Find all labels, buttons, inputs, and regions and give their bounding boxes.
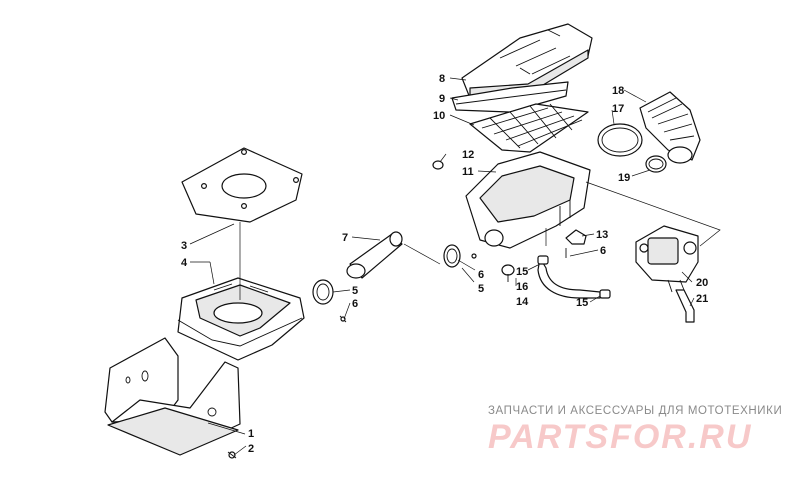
callout-8: 8: [439, 73, 445, 85]
boot-clamp-large: [597, 123, 643, 157]
air-filter-element: [451, 81, 569, 113]
callout-14: 14: [516, 296, 529, 308]
mounting-bracket: [104, 337, 241, 456]
screw-left: [339, 315, 347, 323]
intake-boot: [639, 91, 701, 164]
callout-13: 13: [596, 229, 608, 241]
leader-lines: [189, 77, 721, 456]
callout-5-right: 5: [478, 283, 484, 295]
watermark-logo: PARTSFOR.RU: [488, 418, 753, 456]
intake-duct: [346, 231, 403, 279]
callout-20: 20: [696, 277, 708, 289]
boot-clamp-small: [645, 155, 667, 173]
carburetor: [635, 225, 699, 293]
callout-18: 18: [612, 85, 624, 97]
callout-10: 10: [433, 110, 445, 122]
callout-2: 2: [248, 443, 254, 455]
hose-clamp-left: [312, 279, 334, 305]
callout-11: 11: [462, 166, 474, 178]
bracket-screw: [227, 451, 237, 459]
callout-19: 19: [618, 172, 630, 184]
hose-clamp-right: [443, 244, 461, 268]
airbox-cover-plate: [181, 147, 303, 223]
callout-17: 17: [612, 103, 624, 115]
airbox-housing: [465, 151, 591, 249]
watermark-tagline: ЗАПЧАСТИ И АКСЕССУАРЫ ДЛЯ МОТОТЕХНИКИ: [488, 405, 783, 417]
callout-labels: 1 2 3 4 5 6 7 8 9 10 12 11 6 5 18 17 19 …: [181, 73, 708, 455]
callout-5: 5: [352, 285, 358, 297]
airbox-base: [177, 277, 305, 361]
grommet: [432, 160, 444, 170]
drain-hose: [537, 255, 611, 299]
clip-13: [565, 229, 587, 245]
callout-7: 7: [342, 232, 348, 244]
callout-15-lower: 15: [576, 297, 588, 309]
callout-1: 1: [248, 428, 254, 440]
callout-4: 4: [181, 257, 188, 269]
callout-16: 16: [516, 281, 528, 293]
callout-21: 21: [696, 293, 708, 305]
filter-cage: [469, 103, 589, 153]
screw-right: [471, 253, 477, 259]
callout-12: 12: [462, 149, 474, 161]
callout-3: 3: [181, 240, 187, 252]
callout-6: 6: [352, 298, 358, 310]
callout-15: 15: [516, 266, 528, 278]
callout-9: 9: [439, 93, 445, 105]
callout-6-right: 6: [478, 269, 484, 281]
vent-hose: [675, 289, 695, 323]
callout-6-carb: 6: [600, 245, 606, 257]
drain-valve: [501, 264, 515, 282]
